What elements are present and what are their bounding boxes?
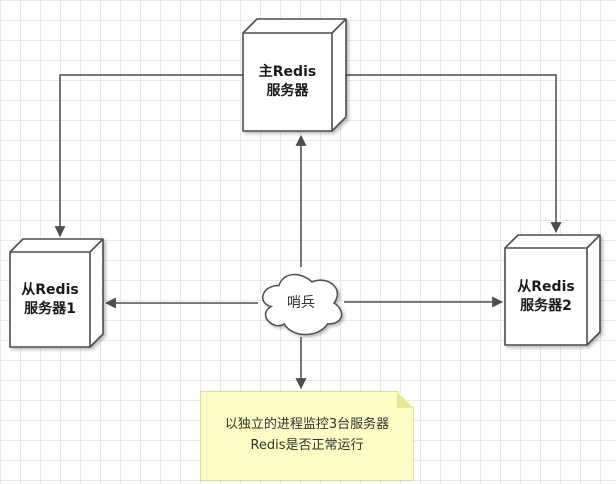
sentinel-cloud-outline: [262, 273, 343, 336]
slave2-redis-box: [504, 234, 601, 346]
sentinel-cloud-icon: [262, 273, 343, 336]
edge-master-to-slave1: [54, 74, 243, 238]
sticky-note-text: 以独立的进程监控3台服务器Redis是否正常运行: [224, 417, 390, 453]
slave1-redis-box-outline: [9, 238, 104, 348]
master-redis-box: [242, 18, 347, 132]
slave1-redis-box: [9, 238, 104, 348]
edge-master-to-slave2: [346, 74, 562, 234]
slave1-redis-box-edges: [10, 238, 104, 347]
slave2-redis-box-outline: [504, 234, 601, 346]
slave2-redis-box-edges: [505, 234, 601, 345]
master-redis-box-outline: [242, 18, 347, 132]
sticky-note: 以独立的进程监控3台服务器Redis是否正常运行: [200, 391, 414, 481]
master-redis-box-edges: [243, 18, 347, 131]
